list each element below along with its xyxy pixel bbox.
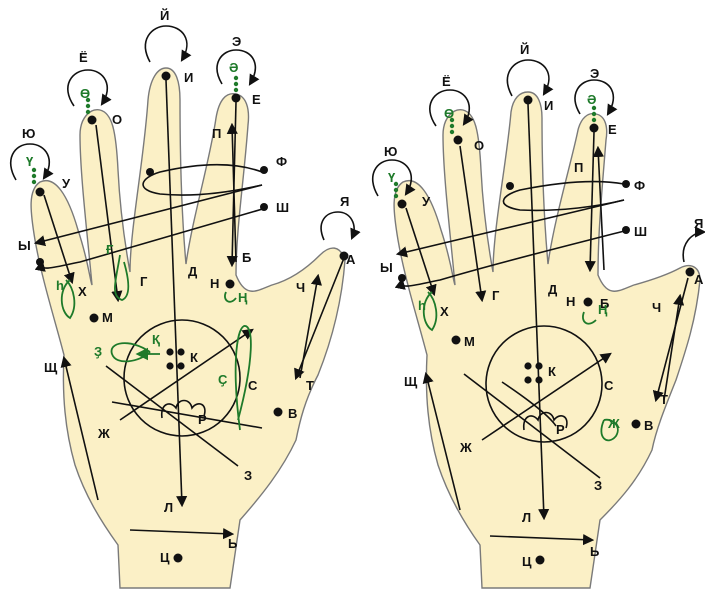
left-hand-diagram: Й Ё Э Ю Я У О И Е П Ф Ш Ы А Г Д Б Х Н Ч … <box>11 8 356 588</box>
label-n: Н <box>210 276 219 291</box>
label-e-rev: Э <box>232 34 241 49</box>
label-zh: Ж <box>97 426 110 441</box>
label-ya-right: Я <box>694 216 703 231</box>
label-r-right: Р <box>556 422 565 437</box>
label-ya: Я <box>340 194 349 209</box>
label-yu-right: Ю <box>384 144 397 159</box>
label-zh-desc: Ҙ <box>94 344 102 359</box>
curve-short-i <box>145 26 186 62</box>
label-y-right: Ы <box>380 260 393 275</box>
label-d-right: Д <box>548 282 558 297</box>
label-u: У <box>62 176 71 191</box>
label-g: Г <box>140 274 148 289</box>
label-q: Қ <box>152 332 160 347</box>
label-o: О <box>112 112 122 127</box>
label-i: И <box>184 70 193 85</box>
label-z-right: З <box>594 478 602 493</box>
label-f: Ф <box>276 154 287 169</box>
label-s-right: С <box>604 378 614 393</box>
label-shch: Щ <box>44 360 58 375</box>
label-sh-right: Ш <box>634 224 647 239</box>
label-sh: Ш <box>276 200 289 215</box>
label-yo: Ё <box>79 50 88 65</box>
label-short-i-right: Й <box>520 42 529 57</box>
right-hand-outline <box>394 92 700 588</box>
label-d: Д <box>188 264 198 279</box>
label-y: Ы <box>18 238 31 253</box>
label-yu: Ю <box>22 126 35 141</box>
right-hand-diagram: Й Ё Э Ю Я У О И Е П Ф Ш Ы А Г Д Б Х Н Ч … <box>373 42 704 588</box>
label-e-schwa-right: Ә <box>587 92 596 107</box>
label-m: М <box>102 310 113 325</box>
curve-short-i-right <box>507 60 548 96</box>
label-s-desc: Ҫ <box>218 372 228 387</box>
label-zh-right: Ж <box>459 440 472 455</box>
label-f-right: Ф <box>634 178 645 193</box>
label-shch-right: Щ <box>404 374 418 389</box>
label-ch: Ч <box>296 280 305 295</box>
label-t: Т <box>306 378 314 393</box>
label-p-right: П <box>574 160 583 175</box>
label-a-right: А <box>694 272 704 287</box>
label-s: С <box>248 378 258 393</box>
label-e: Е <box>252 92 261 107</box>
label-o-right: О <box>474 138 484 153</box>
label-e-rev-right: Э <box>590 66 599 81</box>
label-soft: Ь <box>228 536 237 551</box>
label-e-schwa: Ә <box>229 60 238 75</box>
label-ts: Ц <box>160 550 170 565</box>
curve-ya <box>321 212 354 240</box>
label-i-right: И <box>544 98 553 113</box>
label-k-right: К <box>548 364 556 379</box>
label-h: Х <box>78 284 87 299</box>
label-o-bar: Ө <box>80 86 90 101</box>
label-short-i: Й <box>160 8 169 23</box>
label-v: В <box>288 406 297 421</box>
label-ng: Ң <box>238 290 248 305</box>
label-u-right: У <box>422 194 431 209</box>
label-ue-right: Ү <box>388 170 396 185</box>
label-ng-right: Ң <box>598 302 608 317</box>
label-m-right: М <box>464 334 475 349</box>
label-zh-green-right: Ж <box>607 416 620 431</box>
label-r: Р <box>198 412 207 427</box>
label-h-right: Х <box>440 304 449 319</box>
label-v-right: В <box>644 418 653 433</box>
label-yo-right: Ё <box>442 74 451 89</box>
label-p: П <box>212 126 221 141</box>
label-o-bar-right: Ө <box>444 106 454 121</box>
label-shha: һ <box>56 278 64 293</box>
label-soft-right: Ь <box>590 544 599 559</box>
label-shha-right: һ <box>418 298 426 313</box>
label-e-right: Е <box>608 122 617 137</box>
label-a: А <box>346 252 356 267</box>
label-l: Л <box>164 500 173 515</box>
label-gh: Ғ <box>106 242 114 257</box>
label-k: К <box>190 350 198 365</box>
label-l-right: Л <box>522 510 531 525</box>
label-ch-right: Ч <box>652 300 661 315</box>
label-g-right: Г <box>492 288 500 303</box>
label-t-right: Т <box>660 392 668 407</box>
label-n-right: Н <box>566 294 575 309</box>
left-hand-outline <box>31 68 345 588</box>
curve-ya-right <box>683 232 704 262</box>
label-ts-right: Ц <box>522 554 532 569</box>
label-ue: Ү <box>26 154 34 169</box>
label-b: Б <box>242 250 251 265</box>
label-z: З <box>244 468 252 483</box>
